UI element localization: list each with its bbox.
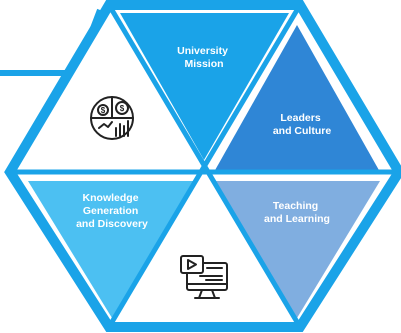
segment-leaders-and-culture (214, 25, 380, 172)
label-university-mission: University Mission (177, 45, 231, 70)
finance-pie-chart-icon: $ $ (90, 96, 134, 140)
segment-dividers (10, 3, 399, 329)
label-teaching-and-learning: Teaching and Learning (264, 200, 330, 225)
svg-text:$: $ (120, 104, 125, 113)
segment-teaching-and-learning (214, 181, 380, 318)
computer-monitor-video-icon (180, 255, 228, 299)
label-leaders-and-culture: Leaders and Culture (273, 112, 331, 137)
label-knowledge-generation: Knowledge Generation and Discovery (76, 192, 148, 230)
segment-university-mission (120, 13, 289, 160)
segment-knowledge-generation (28, 181, 196, 318)
svg-text:$: $ (101, 106, 106, 115)
